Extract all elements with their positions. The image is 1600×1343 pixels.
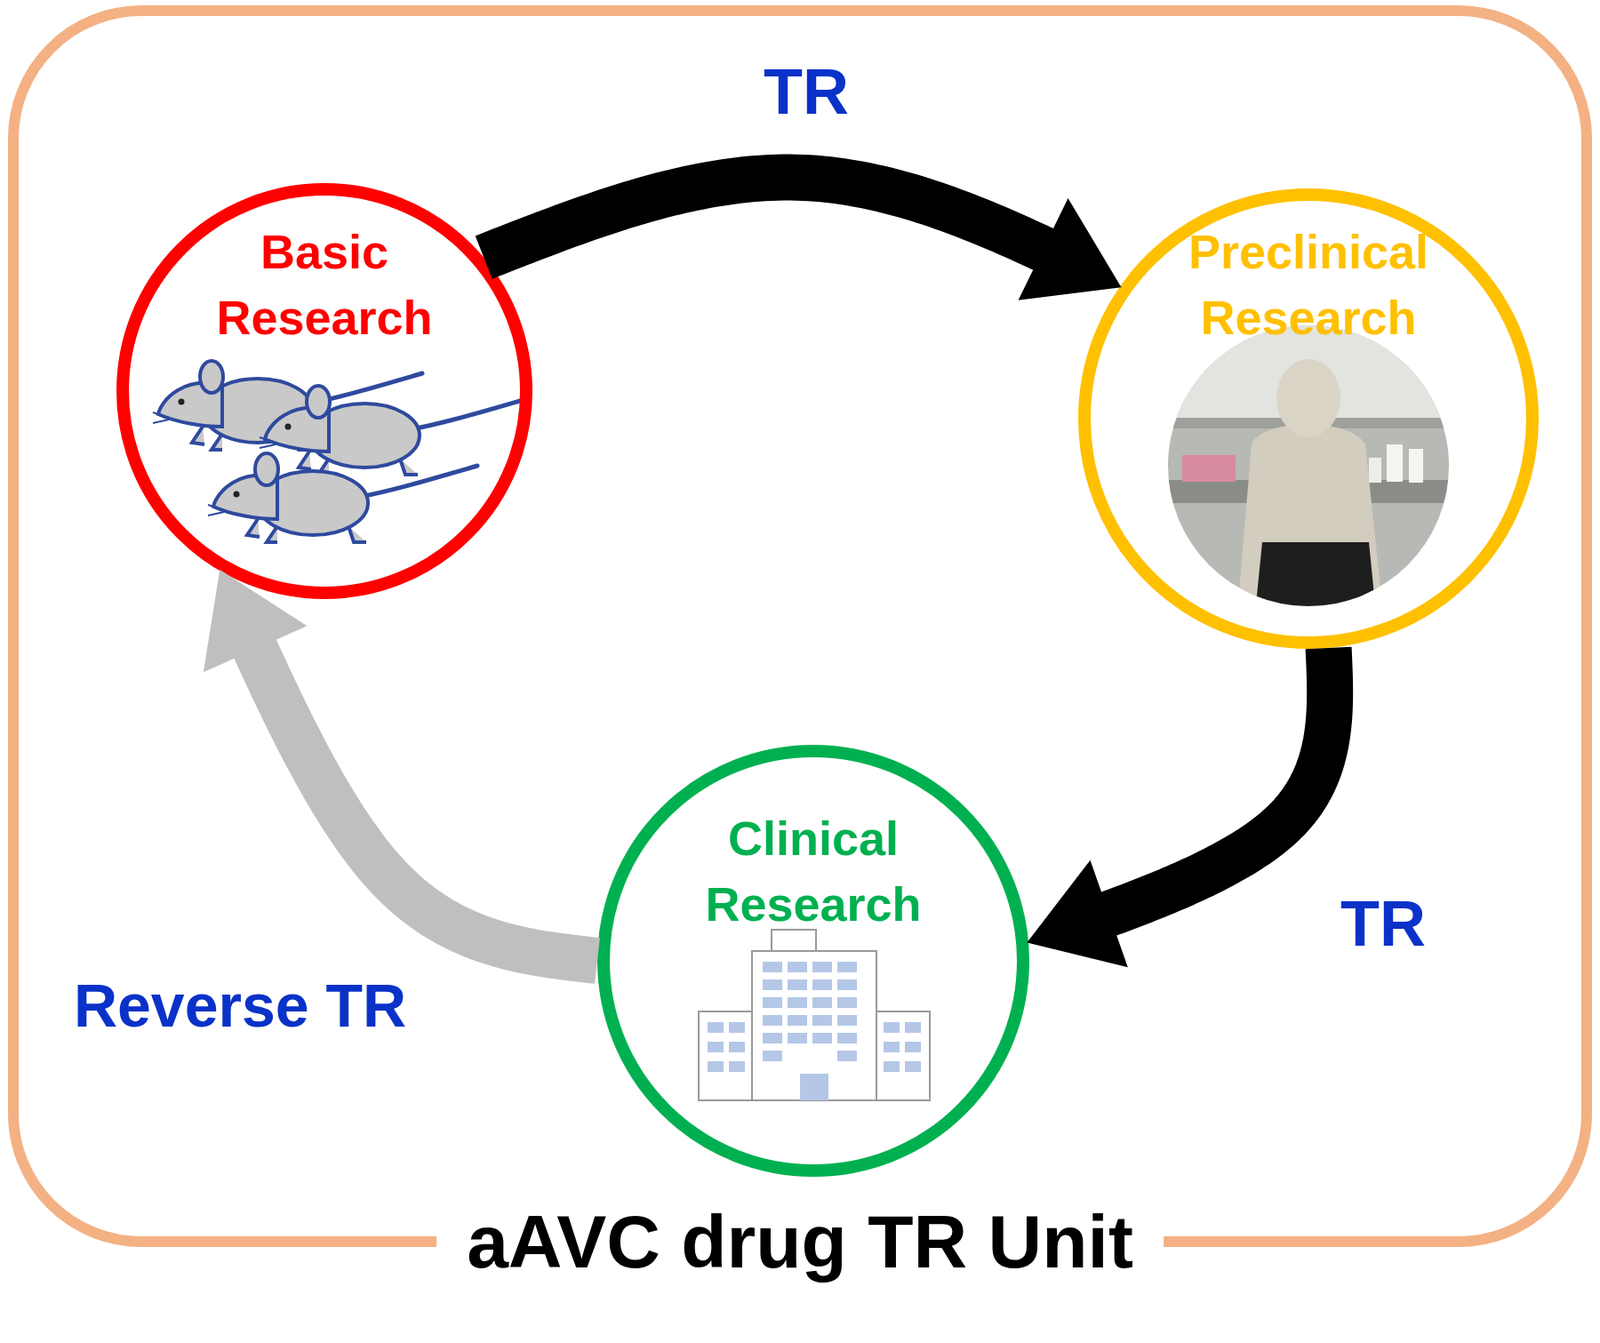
hospital-building-part-part xyxy=(904,1041,921,1053)
hospital-building-part-part xyxy=(837,1032,857,1044)
hospital-building-part-part xyxy=(837,961,857,973)
hospital-building-part xyxy=(752,951,877,1101)
hospital-building-part-part xyxy=(762,1015,783,1026)
hospital-building-part-part xyxy=(762,979,783,991)
lab-photo-part xyxy=(1276,359,1341,438)
hospital-building-part-part xyxy=(812,1015,832,1026)
lab-photo-part xyxy=(1237,424,1384,615)
arrow-head xyxy=(204,571,305,672)
hospital-building-part-part xyxy=(837,979,857,991)
hospital-building-part-part xyxy=(812,997,832,1008)
mice-illustration-part xyxy=(208,453,478,543)
stage-label: Basic Research xyxy=(191,218,458,351)
hospital-building-part-part xyxy=(800,1073,829,1101)
stage-label: Clinical Research xyxy=(680,805,947,937)
hospital-building-part-part xyxy=(728,1041,745,1053)
arrow-shaft xyxy=(255,648,598,961)
hospital-building-part-part xyxy=(883,1061,900,1072)
hospital-building-part-part xyxy=(762,997,783,1008)
hospital-building-part-part xyxy=(883,1041,900,1053)
circle-outline xyxy=(122,189,527,593)
arrow-label: Reverse TR xyxy=(73,975,407,1036)
hospital-building-part-part xyxy=(762,1032,783,1044)
stage-circle: Preclinical Research xyxy=(1078,188,1539,649)
lab-photo-part xyxy=(1155,320,1458,614)
hospital-building xyxy=(698,929,930,1101)
unit-title: aAVC drug TR Unit xyxy=(436,1204,1164,1280)
mice-illustration-part xyxy=(259,385,529,475)
hospital-building-part-part xyxy=(787,997,808,1008)
hospital-building-part-part xyxy=(812,961,832,973)
hospital-building-part-part xyxy=(707,1061,724,1072)
mice-illustration xyxy=(152,360,529,543)
stage-circle: Clinical Research xyxy=(597,744,1030,1177)
lab-photo-part xyxy=(1182,455,1236,482)
hospital-building-part-part xyxy=(787,979,808,991)
hospital-building-part xyxy=(874,1011,930,1101)
hospital-building-part-part xyxy=(904,1061,921,1072)
hospital-building-part-part xyxy=(707,1041,724,1053)
hospital-building-part-part xyxy=(707,1022,724,1033)
flow-arrow xyxy=(483,177,1120,300)
hospital-building-part-part xyxy=(762,961,783,973)
circle-outline xyxy=(597,744,1030,1177)
lab-photo xyxy=(1155,320,1458,614)
arrow-head xyxy=(1028,862,1127,967)
hospital-building-part-part xyxy=(904,1022,921,1033)
arrow-label: TR xyxy=(1340,891,1426,956)
stage-circle: Basic Research xyxy=(116,183,533,600)
hospital-building-part-part xyxy=(728,1022,745,1033)
lab-photo-part xyxy=(1408,448,1424,483)
hospital-building-part-part xyxy=(787,1015,808,1026)
lab-photo-part xyxy=(1368,457,1382,483)
flow-arrow xyxy=(204,571,598,961)
stage-label: Preclinical Research xyxy=(1175,218,1442,351)
arrow-shaft xyxy=(1108,648,1330,914)
hospital-building-part-part xyxy=(728,1061,745,1072)
arrow-head xyxy=(1019,200,1120,299)
circle-outline xyxy=(603,751,1024,1171)
arrow-label: TR xyxy=(763,59,849,124)
hospital-building-part-part xyxy=(812,979,832,991)
hospital-building-part-part xyxy=(883,1022,900,1033)
lab-photo-part xyxy=(1255,542,1376,614)
hospital-building-part-part xyxy=(837,1050,857,1062)
hospital-building-part-part xyxy=(787,961,808,973)
hospital-building-part-part xyxy=(787,1032,808,1044)
lab-photo-part xyxy=(1386,444,1403,482)
hospital-building-part-part xyxy=(837,997,857,1008)
hospital-building-part-part xyxy=(762,1050,783,1062)
flow-arrow xyxy=(1028,648,1330,967)
hospital-building-part-part xyxy=(837,1015,857,1026)
hospital-building-part xyxy=(771,929,816,952)
unit-frame: aAVC drug TR UnitBasic ResearchPreclinic… xyxy=(8,5,1592,1248)
hospital-building-part-part xyxy=(812,1032,832,1044)
arrow-shaft xyxy=(483,177,1044,258)
hospital-building-part xyxy=(698,1011,754,1101)
circle-outline xyxy=(1084,194,1533,643)
hospital-building-part xyxy=(707,961,921,1101)
